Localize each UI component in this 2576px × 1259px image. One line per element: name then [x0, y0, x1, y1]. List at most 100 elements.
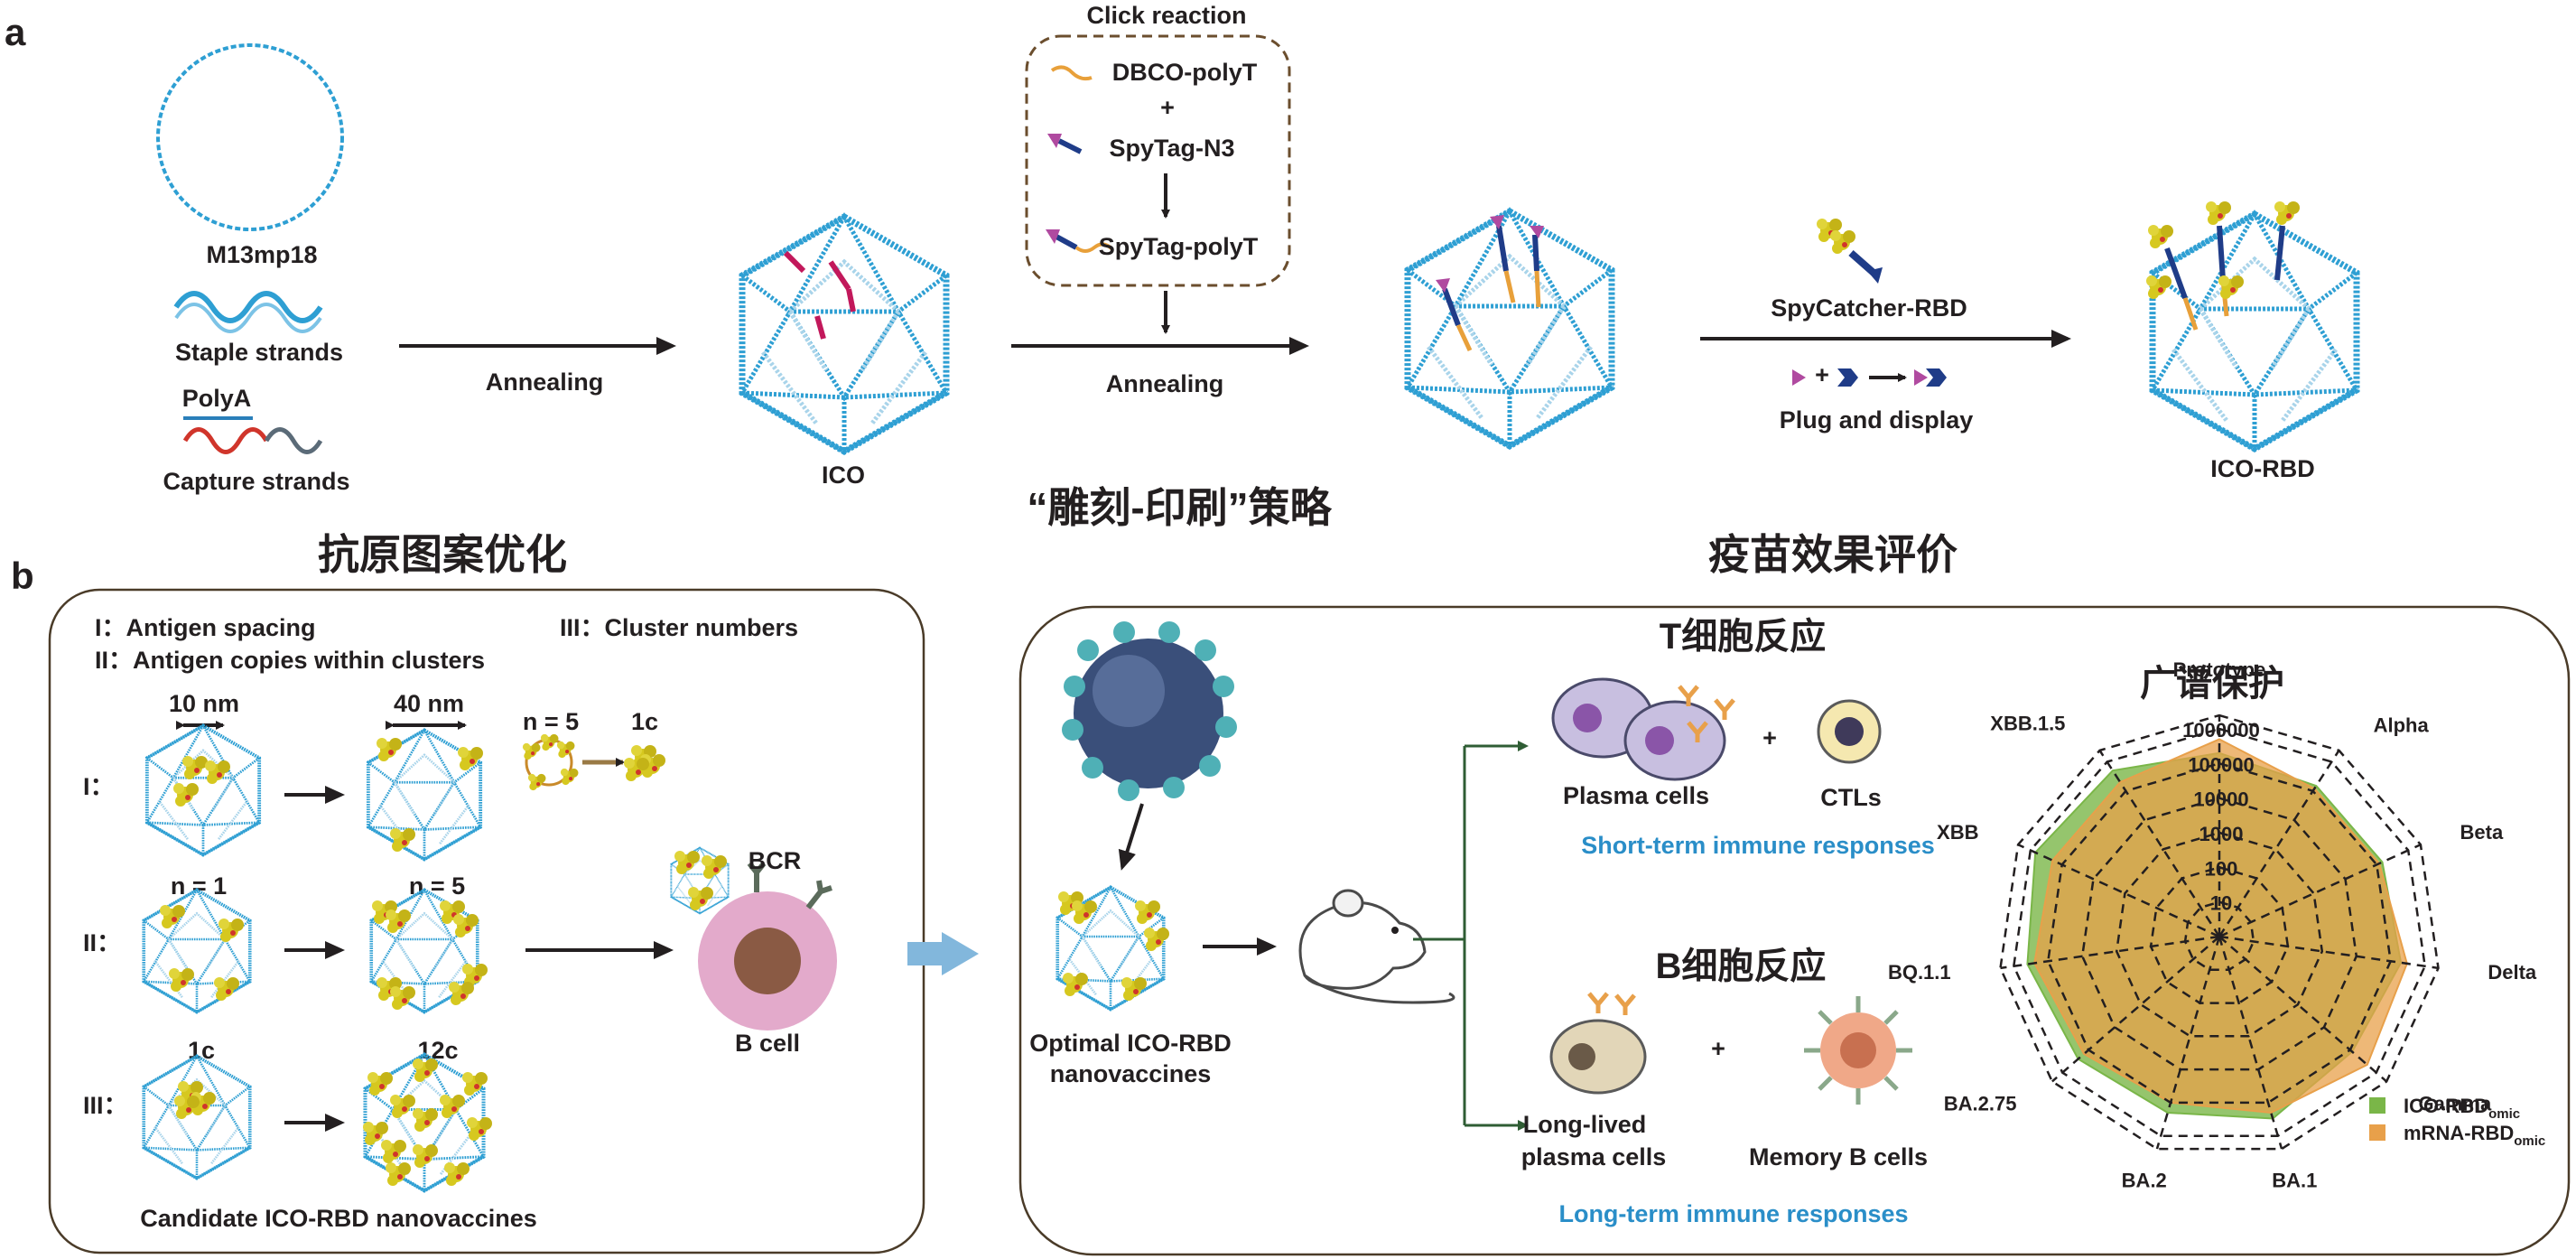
spytag-n3-label: SpyTag-N3	[1109, 135, 1234, 162]
radar-tick-label: 100	[2205, 857, 2238, 880]
memory-bcell-icon	[1804, 996, 1912, 1105]
radar-spoke	[2218, 936, 2283, 1150]
radar-spoke	[2000, 935, 2220, 970]
radar-tick-label: 1000	[2199, 823, 2244, 845]
long-lived-label-2: plasma cells	[1521, 1143, 1667, 1170]
spytag-marks	[1436, 215, 1544, 352]
radar-spoke	[2218, 844, 2422, 938]
ico-row-i-a-icon	[144, 723, 262, 857]
capture-strand-marks	[783, 250, 856, 340]
radar-tick-label: 100000	[2188, 753, 2254, 776]
cluster-ring-icon	[522, 733, 579, 791]
staple-label: Staple strands	[175, 339, 343, 366]
cluster-1c-icon	[624, 745, 665, 781]
radar-tick-label: 10	[2210, 892, 2232, 915]
spytag-n3-icon	[1047, 134, 1083, 154]
radar-chart: 10 100 1000 10000 100000 1000000 PrototypeAlph…	[1888, 658, 2537, 1191]
radar-grid-ring	[2080, 797, 2358, 1071]
radar-outer-ring	[1999, 713, 2440, 1151]
ico-spytag-structure-icon	[1408, 211, 1612, 446]
radar-grid-ring	[2183, 900, 2255, 972]
click-plus: +	[1160, 94, 1175, 121]
ico-row-iii-a-icon	[142, 1054, 252, 1180]
annealing-label-2: Annealing	[1106, 370, 1224, 397]
legend-swatch-ico	[2369, 1097, 2385, 1114]
rbd-cluster-ii-b	[372, 900, 488, 1010]
antigen-optimization-box	[48, 588, 925, 1254]
row-i-label: I：	[83, 773, 115, 800]
dbco-label: DBCO-polyT	[1112, 59, 1258, 86]
b-cell-title: B细胞反应	[1656, 947, 1827, 986]
long-lived-label-1: Long-lived	[1523, 1111, 1647, 1138]
radar-axis-label: Gamma	[2418, 1092, 2491, 1114]
plug-display-icon	[1792, 368, 1947, 387]
radar-axis-label: XBB	[1937, 821, 1978, 844]
legend-ii: II：Antigen copies within clusters	[95, 647, 485, 674]
radar-title: 广谱保护	[2140, 664, 2284, 704]
t-cell-title: T细胞反应	[1660, 617, 1826, 657]
plug-plus: +	[1815, 361, 1829, 388]
radar-spoke	[2098, 750, 2221, 937]
strategy-title: “雕刻-印刷”策略	[1027, 484, 1332, 531]
left-section-title: 抗原图案优化	[318, 531, 567, 578]
bcell-label: B cell	[735, 1030, 800, 1057]
annealing-label-1: Annealing	[486, 368, 604, 396]
spytag-polyt-icon	[1046, 229, 1114, 253]
radar-axis-label: BA.2.75	[1944, 1092, 2017, 1114]
optimal-label-1: Optimal ICO-RBD	[1029, 1030, 1232, 1057]
radar-spoke	[2218, 750, 2340, 937]
radar-axis-label: XBB.1.5	[1990, 712, 2065, 734]
panel-b-label: b	[11, 555, 34, 597]
radar-legend: ICO-RBDomic mRNA-RBDomic	[2369, 1095, 2545, 1149]
ico-rbd-marks	[2146, 201, 2300, 331]
transition-arrow	[907, 932, 979, 975]
n1-label: n = 1	[171, 872, 227, 900]
radar-axis-label: BA.2	[2122, 1169, 2167, 1191]
radar-axis-label: Alpha	[2374, 713, 2430, 736]
ico-row-ii-a-icon	[142, 888, 252, 1014]
rbd-cluster-iii-a	[174, 1081, 216, 1119]
radar-axis-label: Beta	[2460, 821, 2504, 844]
radar-spoke	[2218, 936, 2387, 1083]
m13-circle-icon	[156, 43, 344, 231]
radar-spoke	[2155, 936, 2221, 1150]
mouse-icon	[1298, 889, 1455, 1004]
capture-label: Capture strands	[163, 468, 349, 495]
legend-ico: ICO-RBDomic	[2404, 1095, 2520, 1122]
radar-tick-label: 1000000	[2182, 719, 2260, 741]
t-plus: +	[1762, 724, 1777, 751]
spycatcher-label: SpyCatcher-RBD	[1771, 294, 1967, 322]
panel-a-label: a	[5, 11, 26, 53]
legend-swatch-mrna	[2369, 1124, 2385, 1141]
legend-i: I：Antigen spacing	[95, 614, 316, 641]
short-term-label: Short-term immune responses	[1581, 832, 1935, 859]
radar-axis-label: Prototype	[2173, 658, 2266, 681]
radar-tick-label: 10000	[2193, 788, 2248, 811]
m13-label: M13mp18	[206, 241, 317, 268]
legend-mrna: mRNA-RBDomic	[2404, 1122, 2545, 1149]
bcell-icon	[670, 846, 837, 1031]
row-iii-label: III：	[83, 1092, 128, 1119]
ico-rbd-structure-icon	[2153, 214, 2357, 449]
row-ii-label: II：	[83, 929, 121, 956]
nanoparticle-icon	[1062, 621, 1237, 801]
radar-axis-label: BA.1	[2272, 1169, 2317, 1191]
radar-spoke	[2218, 935, 2439, 970]
radar-axis-label: Delta	[2488, 961, 2537, 984]
response-branch-lines	[1413, 741, 1529, 1131]
radar-spoke	[2051, 936, 2220, 1083]
ctls-label: CTLs	[1820, 784, 1882, 811]
plug-label: Plug and display	[1780, 406, 1974, 434]
radar-grid-ring	[2047, 761, 2392, 1105]
b-plus: +	[1711, 1035, 1725, 1062]
spycatcher-rbd-icon	[1817, 219, 1883, 284]
long-lived-plasma-icon	[1549, 992, 1647, 1095]
nanoparticle-arrow	[1118, 803, 1144, 871]
long-term-label: Long-term immune responses	[1558, 1200, 1908, 1227]
click-reaction-box	[1025, 34, 1291, 287]
staple-strands-icon	[173, 291, 323, 333]
right-section-title: 疫苗效果评价	[1708, 531, 1958, 578]
spytag-polyt-label: SpyTag-polyT	[1099, 233, 1259, 260]
vaccine-evaluation-box	[1018, 605, 2571, 1256]
